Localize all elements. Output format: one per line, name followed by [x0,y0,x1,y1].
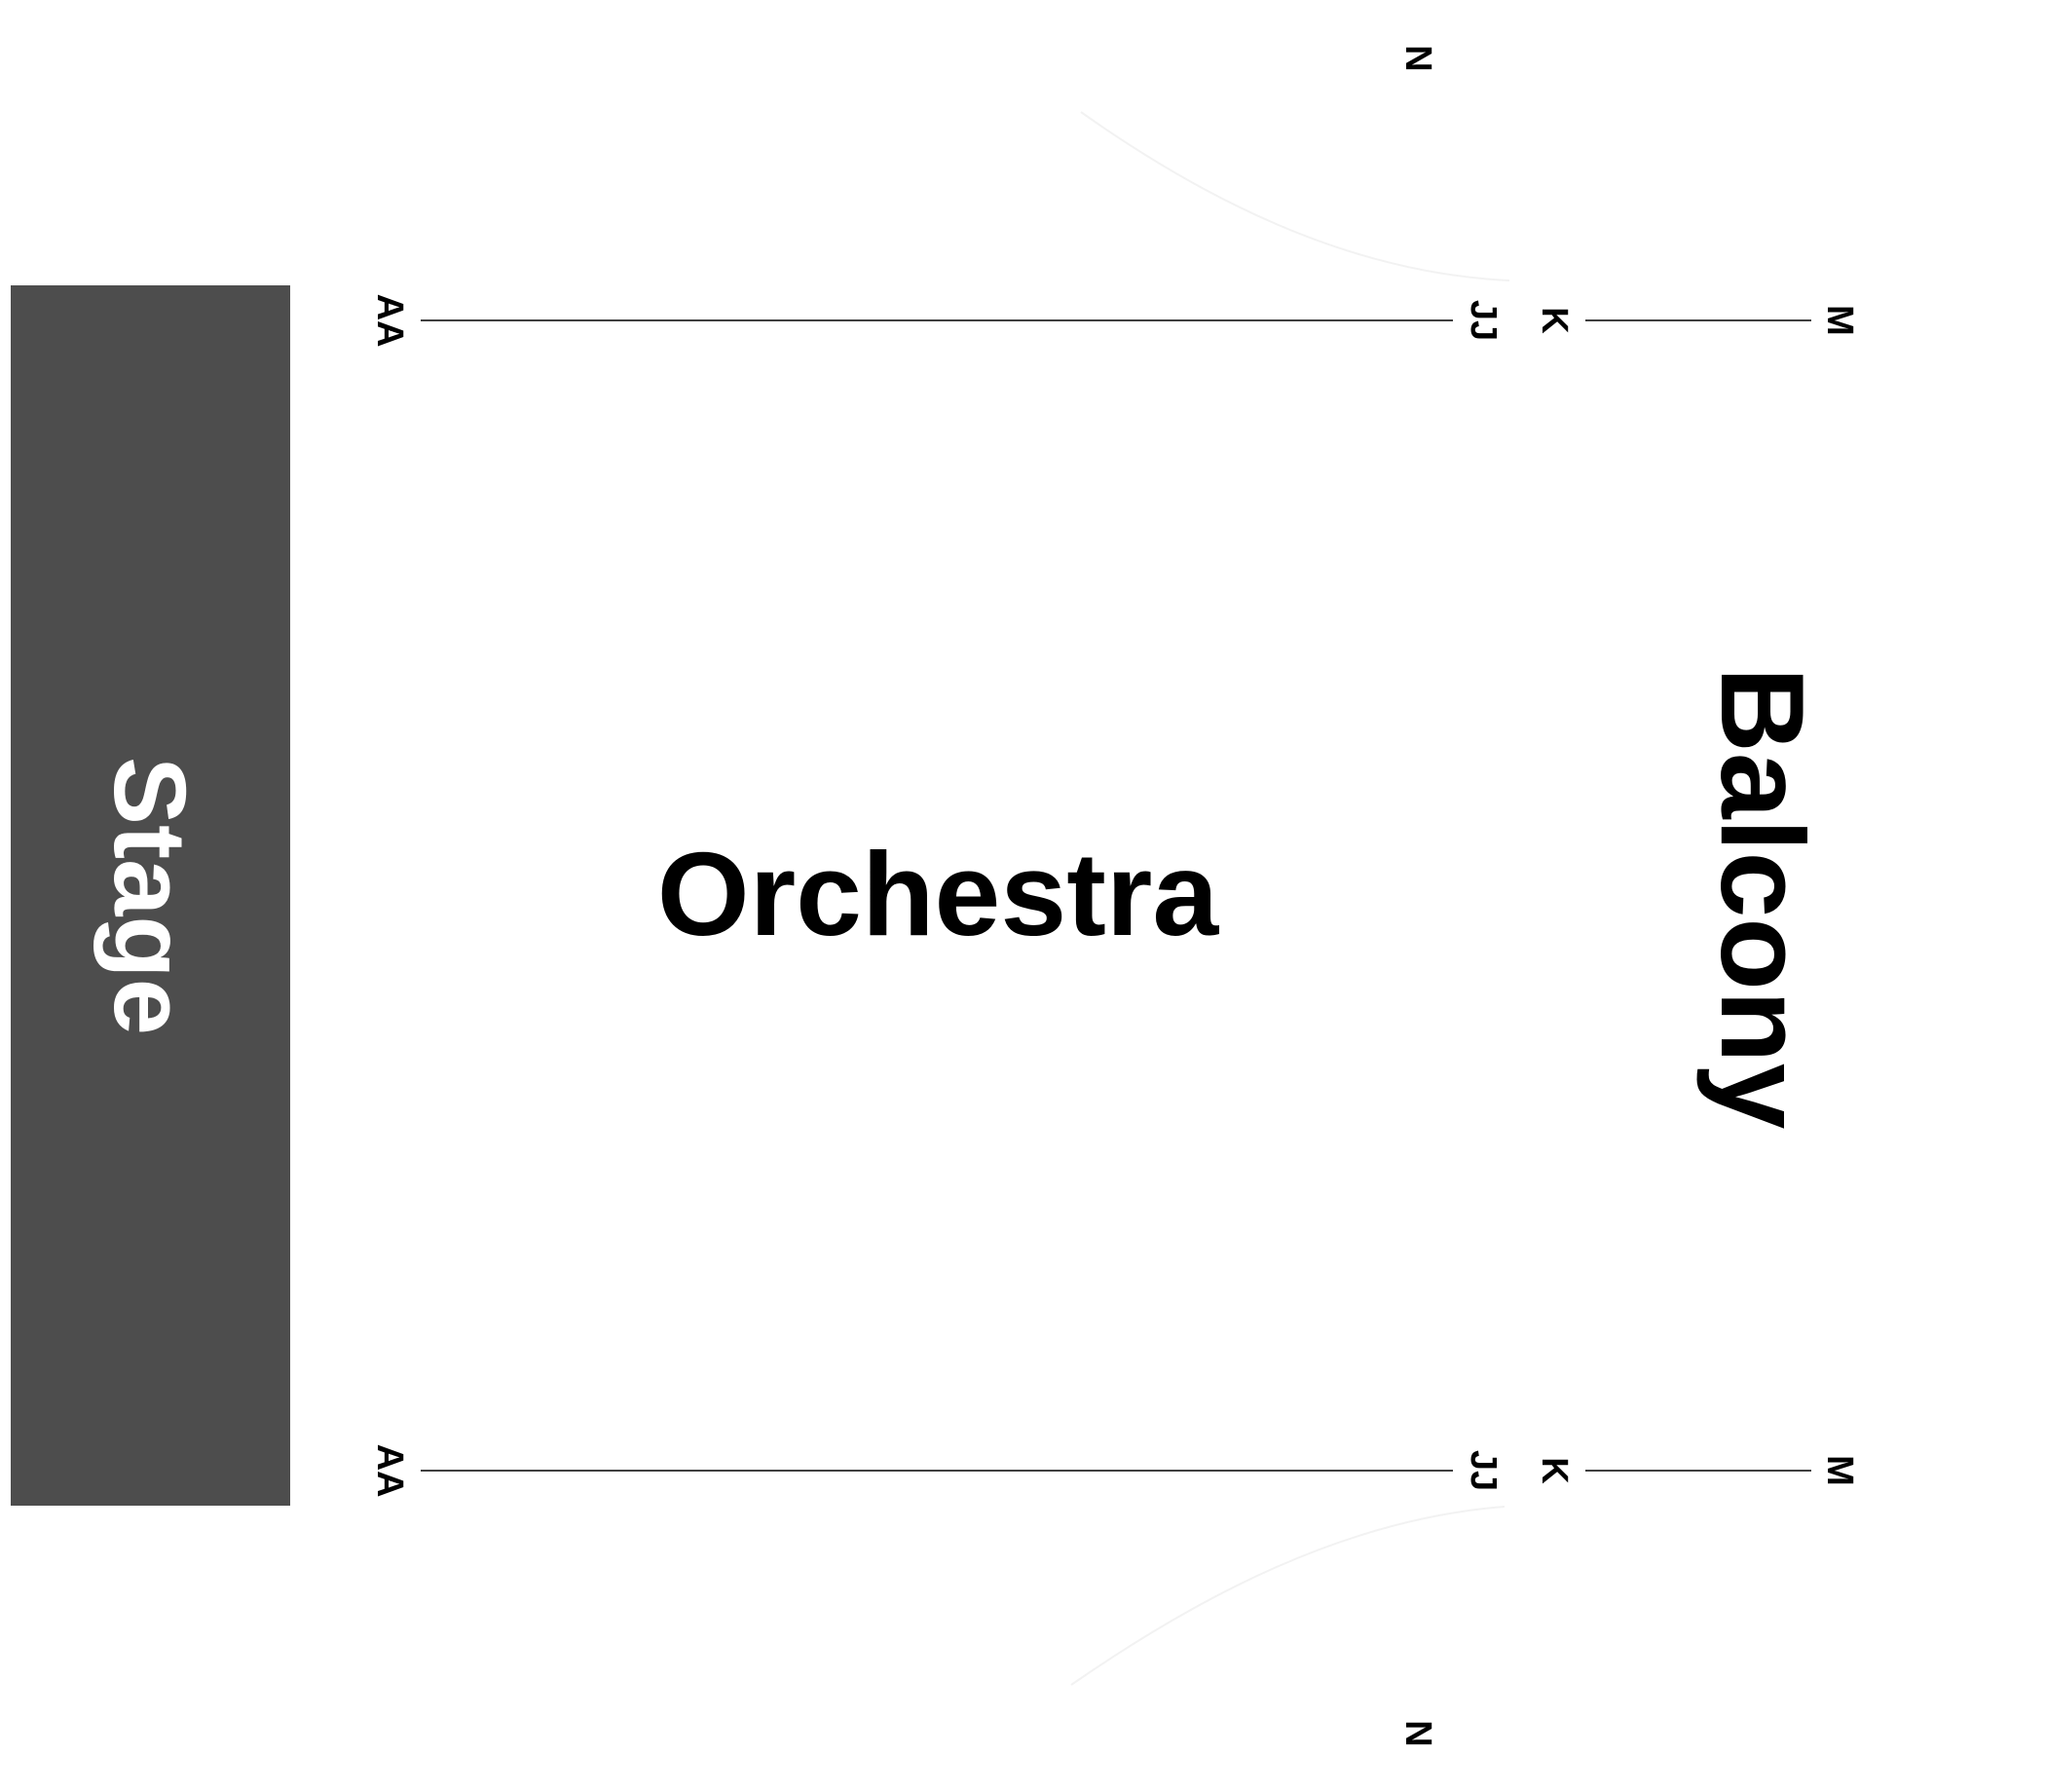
orchestra-label: Orchestra [657,828,1220,960]
row-label-top-k: K [1534,307,1575,334]
row-label-bottom-k: K [1534,1457,1575,1484]
bottom-box-curve [1070,1506,1506,1686]
balcony-section[interactable]: Balcony [1696,667,1829,1130]
row-label-top-m: M [1819,305,1860,336]
row-label-bottom-m: M [1819,1455,1860,1486]
row-label-top-aa: AA [369,294,410,348]
row-label-top-jj: JJ [1463,300,1504,341]
top-box-curve [1080,111,1510,281]
orchestra-section[interactable]: Orchestra [657,828,1220,960]
row-label-bottom-n: N [1397,1720,1438,1746]
stage-block [11,285,290,1506]
stage[interactable]: Stage [11,285,290,1506]
row-label-bottom-jj: JJ [1463,1450,1504,1491]
balcony-label: Balcony [1696,667,1829,1130]
stage-label: Stage [93,757,206,1035]
row-label-bottom-aa: AA [369,1444,410,1498]
row-label-top-n: N [1397,45,1438,71]
